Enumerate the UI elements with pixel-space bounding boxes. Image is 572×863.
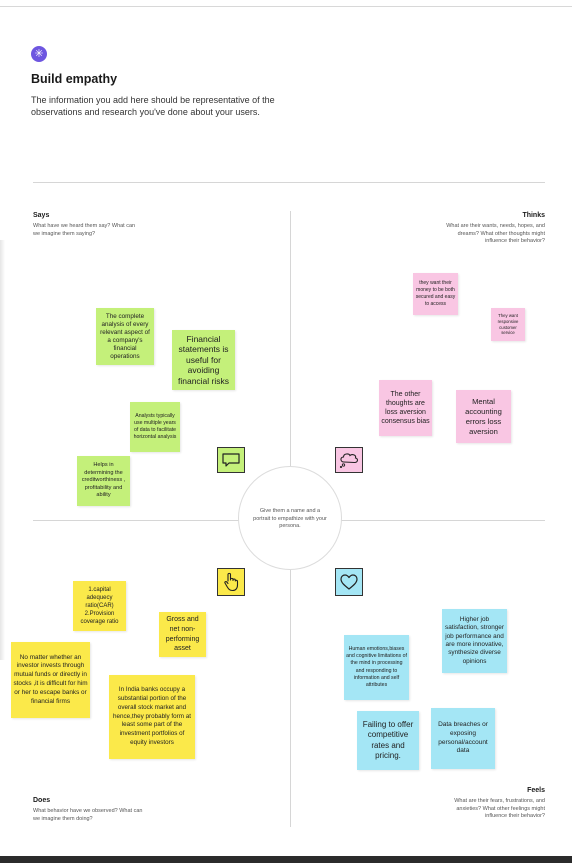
note-text: The complete analysis of every relevant …	[100, 312, 150, 360]
section-divider	[33, 182, 545, 183]
note-text: Mental accounting errors loss aversion	[465, 396, 502, 436]
sticky-note-does-3[interactable]: No matter whether an investor invests th…	[11, 642, 90, 718]
note-text: Helps in determining the creditworthines…	[81, 462, 126, 499]
note-text: Analysts typically use multiple years of…	[133, 413, 177, 440]
note-text: they want their money to be both secured…	[415, 280, 456, 307]
note-text: Data breaches or exposing personal/accou…	[438, 720, 488, 755]
quadrant-does-subtitle: What behavior have we observed? What can…	[33, 808, 143, 822]
says-speech-bubble-icon	[217, 447, 245, 473]
sticky-note-thinks-1[interactable]: they want their money to be both secured…	[413, 273, 458, 315]
persona-circle[interactable]	[238, 466, 342, 570]
quadrant-does-title: Does	[33, 797, 51, 804]
sticky-note-does-1[interactable]: 1.capital adequecy ratio(CAR) 2.Provisio…	[73, 581, 126, 631]
does-pointer-hand-icon	[217, 568, 245, 596]
quadrant-thinks-title: Thinks	[522, 212, 545, 219]
note-text: Financial statements is useful for avoid…	[177, 333, 230, 386]
note-text: Human emotions,biases and cognitive limi…	[346, 645, 407, 688]
note-text: Higher job satisfaction, stronger job pe…	[445, 615, 504, 665]
sticky-note-does-2[interactable]: Gross and net non-performing asset	[159, 612, 206, 657]
sticky-note-thinks-2[interactable]: They want responsive customer service	[491, 308, 525, 341]
feels-heart-icon	[335, 568, 363, 596]
top-divider	[0, 6, 572, 7]
empathy-badge-icon: ✳	[31, 46, 47, 62]
quadrant-thinks-subtitle: What are their wants, needs, hopes, and …	[446, 223, 545, 244]
note-text: They want responsive customer service	[497, 312, 519, 336]
quadrant-feels-title: Feels	[527, 787, 545, 794]
note-text: The other thoughts are loss aversion con…	[381, 391, 430, 425]
sticky-note-says-3[interactable]: Analysts typically use multiple years of…	[130, 402, 180, 452]
quadrant-feels-subtitle: What are their fears, frustrations, and …	[454, 798, 545, 819]
left-edge-shadow	[0, 240, 5, 660]
note-text: Gross and net non-performing asset	[165, 616, 200, 653]
sticky-note-thinks-4[interactable]: Mental accounting errors loss aversion	[456, 390, 511, 443]
sticky-note-feels-1[interactable]: Higher job satisfaction, stronger job pe…	[442, 609, 507, 673]
sticky-note-says-2[interactable]: Financial statements is useful for avoid…	[172, 330, 235, 390]
sticky-note-thinks-3[interactable]: The other thoughts are loss aversion con…	[379, 380, 432, 436]
thinks-thought-bubble-icon	[335, 447, 363, 473]
note-text: In India banks occupy a substantial port…	[112, 686, 192, 746]
sticky-note-feels-4[interactable]: Data breaches or exposing personal/accou…	[431, 708, 495, 769]
sticky-note-feels-2[interactable]: Human emotions,biases and cognitive limi…	[344, 635, 409, 700]
bottom-toolbar-edge	[0, 856, 572, 863]
persona-prompt: Give them a name and a portrait to empat…	[253, 508, 327, 529]
sticky-note-says-4[interactable]: Helps in determining the creditworthines…	[77, 456, 130, 506]
quadrant-says-subtitle: What have we heard them say? What can we…	[33, 223, 136, 237]
sticky-note-does-4[interactable]: In India banks occupy a substantial port…	[109, 675, 195, 759]
note-text: Failing to offer competitive rates and p…	[362, 719, 414, 761]
quadrant-says-title: Says	[33, 212, 50, 219]
section-title: Build empathy	[31, 72, 118, 86]
note-text: 1.capital adequecy ratio(CAR) 2.Provisio…	[80, 587, 119, 625]
sticky-note-feels-3[interactable]: Failing to offer competitive rates and p…	[357, 711, 419, 770]
sticky-note-says-1[interactable]: The complete analysis of every relevant …	[96, 308, 154, 365]
note-text: No matter whether an investor invests th…	[13, 653, 88, 705]
section-description: The information you add here should be r…	[31, 95, 275, 117]
